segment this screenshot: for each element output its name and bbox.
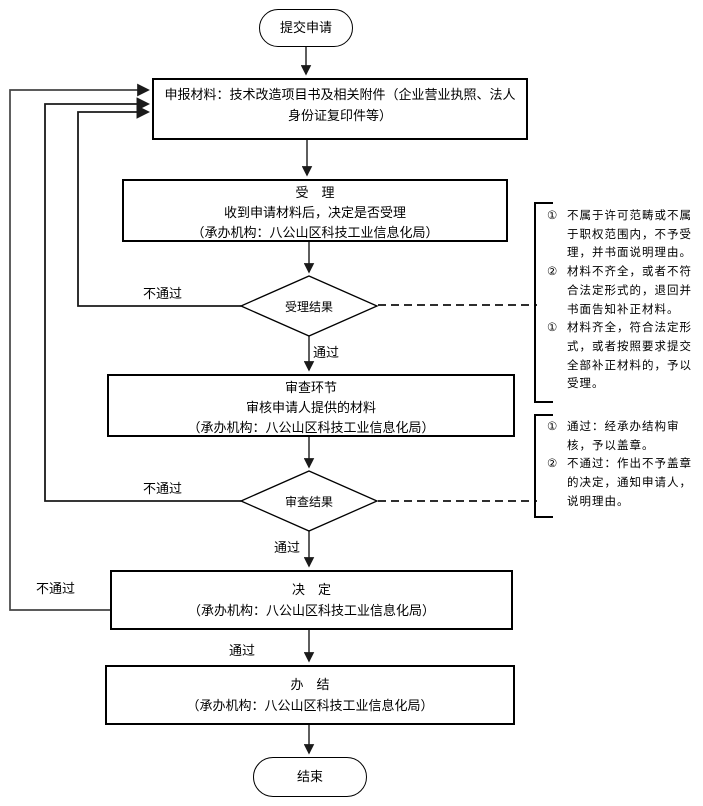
annotation-bracket-2: [534, 414, 553, 518]
end-label: 结束: [296, 769, 323, 784]
materials-label: 申报材料：技术改造项目书及相关附件（企业营业执照、法人身份证复印件等）: [164, 87, 516, 123]
accept-agency: （承办机构：八公山区科技工业信息化局）: [191, 225, 439, 240]
materials-node: 申报材料：技术改造项目书及相关附件（企业营业执照、法人身份证复印件等）: [152, 78, 528, 140]
edge-review-fail-loop: [44, 97, 241, 502]
edge-decision-fail-loop: [9, 83, 150, 611]
start-label: 提交申请: [279, 20, 332, 35]
accept-node: 受 理 收到申请材料后，决定是否受理 （承办机构：八公山区科技工业信息化局）: [122, 179, 508, 242]
review-result-annotation: ① 通过：经承办结构审核，予以盖章。 ② 不通过：作出不予盖章的决定，通知申请人…: [547, 418, 701, 512]
item-text: 材料齐全，符合法定形式，或者按照要求提交全部补正材料的，予以受理。: [567, 322, 692, 391]
complete-agency: （承办机构：八公山区科技工业信息化局）: [186, 698, 434, 713]
start-node: 提交申请: [259, 9, 353, 47]
item-text: 不属于许可范畴或不属于职权范围内，不予受理，并书面说明理由。: [567, 210, 692, 260]
item-text: 不通过：作出不予盖章的决定，通知申请人，说明理由。: [567, 458, 692, 508]
item-text: 通过：经承办结构审核，予以盖章。: [567, 421, 680, 452]
accept-pass-label: 通过: [313, 345, 340, 360]
item-text: 材料不齐全，或者不符合法定形式的，退回并书面告知补正材料。: [567, 266, 692, 316]
accept-desc: 收到申请材料后，决定是否受理: [223, 205, 406, 220]
review-node: 审查环节 审核申请人提供的材料 （承办机构：八公山区科技工业信息化局）: [107, 374, 515, 437]
review-title: 审查环节: [284, 380, 337, 395]
item-marker: ①: [547, 322, 559, 335]
complete-title: 办 结: [290, 677, 330, 692]
accept-fail-label: 不通过: [143, 286, 183, 301]
decision-node: 决 定 （承办机构：八公山区科技工业信息化局）: [110, 570, 513, 630]
review-desc: 审核申请人提供的材料: [245, 400, 376, 415]
annotation-item: ② 不通过：作出不予盖章的决定，通知申请人，说明理由。: [547, 455, 701, 511]
accept-title: 受 理: [295, 185, 335, 200]
end-node: 结束: [253, 757, 367, 797]
annotation-bracket-1: [534, 202, 553, 403]
annotation-item: ① 材料齐全，符合法定形式，或者按照要求提交全部补正材料的，予以受理。: [547, 319, 701, 394]
decision-fail-label: 不通过: [36, 581, 76, 596]
review-result-diamond: [239, 470, 379, 532]
annotation-item: ① 通过：经承办结构审核，予以盖章。: [547, 418, 701, 455]
complete-node: 办 结 （承办机构：八公山区科技工业信息化局）: [105, 665, 515, 725]
item-marker: ①: [547, 421, 559, 433]
decision-agency: （承办机构：八公山区科技工业信息化局）: [187, 603, 435, 618]
review-fail-label: 不通过: [143, 481, 183, 496]
accept-result-label: 受理结果: [284, 299, 333, 314]
decision-pass-label: 通过: [229, 643, 256, 658]
item-marker: ②: [547, 458, 559, 471]
annotation-item: ② 材料不齐全，或者不符合法定形式的，退回并书面告知补正材料。: [547, 263, 701, 319]
accept-result-annotation: ① 不属于许可范畴或不属于职权范围内，不予受理，并书面说明理由。 ② 材料不齐全…: [547, 207, 701, 394]
review-result-label: 审查结果: [284, 494, 333, 509]
annotation-item: ① 不属于许可范畴或不属于职权范围内，不予受理，并书面说明理由。: [547, 207, 701, 263]
accept-result-diamond: [239, 275, 379, 337]
edge-accept-fail-loop: [77, 105, 241, 307]
review-pass-label: 通过: [274, 540, 301, 555]
item-marker: ②: [547, 266, 559, 279]
item-marker: ①: [547, 210, 559, 222]
review-agency: （承办机构：八公山区科技工业信息化局）: [187, 420, 435, 435]
decision-title: 决 定: [291, 582, 331, 597]
